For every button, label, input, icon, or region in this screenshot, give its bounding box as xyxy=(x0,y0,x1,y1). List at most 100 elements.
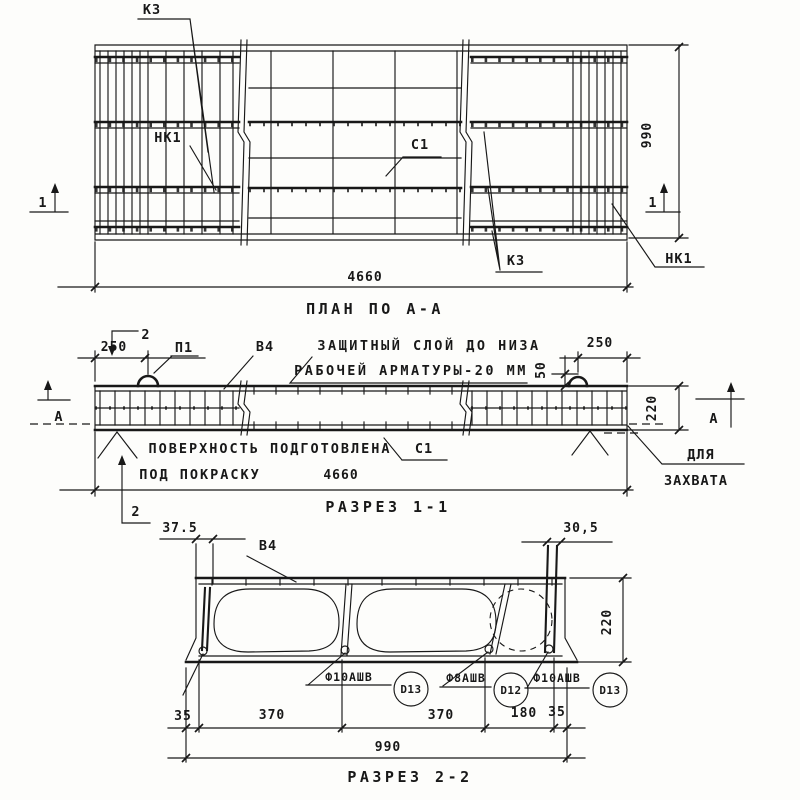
plan-break-lines xyxy=(237,39,473,246)
view-a-right: А xyxy=(709,411,718,427)
label-nk1-left: НК1 xyxy=(154,130,181,146)
label-c1-s1: С1 xyxy=(415,441,433,457)
pos-label-1: D13 xyxy=(400,683,421,696)
callout-bar-1: Ф10АШВ xyxy=(325,670,373,684)
dim-50: 50 xyxy=(534,361,549,379)
label-v4-s1: В4 xyxy=(256,339,274,355)
pos-circle-1 xyxy=(393,671,429,707)
dim-4660-s1: 4660 xyxy=(323,468,358,483)
label-c1-plan: С1 xyxy=(411,137,429,153)
s2-chords xyxy=(184,576,579,664)
dim-220-s2-lines xyxy=(569,577,632,663)
callout-underlines xyxy=(305,684,590,689)
dim-4660-s1-lines xyxy=(59,431,634,497)
cut-2-bottom-lines xyxy=(121,457,151,524)
dim-4660-plan: 4660 xyxy=(347,270,382,285)
cut-1-right: 1 xyxy=(648,195,657,211)
section1-title: РАЗРЕЗ 1-1 xyxy=(325,498,450,516)
label-nk1-right: НК1 xyxy=(665,251,692,267)
grip-line1: ДЛЯ xyxy=(687,447,714,463)
s2-struts xyxy=(340,583,512,656)
c1-plan-leader xyxy=(385,156,442,177)
dim-37-5: 37.5 xyxy=(162,521,197,536)
pos-circle-3 xyxy=(592,672,628,708)
plan-left-mesh-verticals xyxy=(99,50,234,235)
view-a-right-lines xyxy=(695,384,745,428)
plan-title: ПЛАН ПО А-А xyxy=(306,300,444,318)
pos-circle-2 xyxy=(493,672,529,708)
v4-s1-leader xyxy=(223,355,254,390)
cut-2-bottom: 2 xyxy=(131,504,140,520)
dim-990: 990 xyxy=(640,122,655,148)
dim-990-lines xyxy=(628,44,689,239)
right-loop-bars xyxy=(543,544,559,654)
view-a-left-arrow xyxy=(44,380,52,390)
label-v4-s2: В4 xyxy=(259,538,277,554)
cut-2-bottom-arrow xyxy=(118,455,126,465)
nk1-right-leader xyxy=(611,203,705,268)
cut-2-top: 2 xyxy=(141,327,150,343)
s2-edges xyxy=(185,577,578,661)
rebar-2 xyxy=(340,645,350,655)
plan-outline xyxy=(94,44,628,241)
cut-1-left-lines xyxy=(29,187,69,213)
rebar-4 xyxy=(544,644,554,654)
p1-leader xyxy=(153,355,199,374)
note-paint-line1: ПОВЕРХНОСТЬ ПОДГОТОВЛЕНА xyxy=(148,441,391,457)
plan-band-edges xyxy=(94,62,628,222)
callout-bar-3: Ф10АШВ xyxy=(533,671,581,685)
dim-250-right: 250 xyxy=(587,336,613,351)
bar-edges xyxy=(94,385,628,431)
nk1-left-leader xyxy=(189,145,217,191)
section-2-2-view: 37.5 30,5 В4 220 Ф10АШВ D13 Ф8АШВ xyxy=(159,521,632,786)
bar-mid-dashes xyxy=(253,385,453,431)
view-a-right-arrow xyxy=(727,382,735,392)
cut-1-left-arrow xyxy=(51,183,59,193)
s2-dim-lines xyxy=(167,657,586,763)
c1-s1-leader xyxy=(383,437,448,461)
bar-breaks xyxy=(237,380,473,436)
section-1-1-view: 2 250 П1 В4 ЗАЩИТНЫЙ СЛОЙ ДО НИЗА РАБОЧЕ… xyxy=(30,327,745,524)
bar-chords xyxy=(93,384,629,432)
dim-180: 180 xyxy=(511,706,537,721)
dim-50-lines xyxy=(551,355,579,387)
left-loop-bars xyxy=(200,586,212,652)
grip-line2: ЗАХВАТА xyxy=(664,473,728,489)
dim-35-left: 35 xyxy=(174,709,192,724)
note-cover-line2: РАБОЧЕЙ АРМАТУРЫ-20 ММ xyxy=(294,362,528,379)
note-cover-leader xyxy=(288,356,528,384)
dim-30-5: 30,5 xyxy=(563,521,598,536)
rebar-3 xyxy=(484,644,494,654)
dim-4660-plan-lines xyxy=(57,241,634,293)
void-2 xyxy=(356,588,497,653)
plan-mid-verticals xyxy=(270,50,458,234)
callout-leaders xyxy=(182,651,549,696)
dim-990-total: 990 xyxy=(375,740,401,755)
cut-1-left: 1 xyxy=(38,195,47,211)
k3-bottom-leaders xyxy=(483,131,543,273)
section2-title: РАЗРЕЗ 2-2 xyxy=(347,768,472,786)
pos-label-2: D12 xyxy=(500,684,521,697)
callout-bar-2: Ф8АШВ xyxy=(446,671,486,685)
void-1 xyxy=(213,588,340,653)
dim-35-right: 35 xyxy=(548,705,566,720)
s2-top-ticks xyxy=(211,577,553,586)
dim-370-right: 370 xyxy=(428,708,454,723)
note-cover-line1: ЗАЩИТНЫЙ СЛОЙ ДО НИЗА xyxy=(317,337,540,354)
label-k3-bottom: К3 xyxy=(507,253,525,269)
plan-view: К3 НК1 С1 К3 НК1 990 4660 1 1 ПЛАН ПО А-… xyxy=(29,2,705,318)
dimension-ticks xyxy=(90,42,684,763)
cut-1-right-arrow xyxy=(660,183,668,193)
dim-220-s1: 220 xyxy=(645,395,660,421)
plan-mid-horizontals xyxy=(248,87,462,219)
dim-370-left: 370 xyxy=(259,708,285,723)
dim-220-s2: 220 xyxy=(600,609,615,635)
grip-leader xyxy=(627,425,745,465)
plan-right-mesh-verticals xyxy=(572,50,622,235)
label-k3-top: К3 xyxy=(143,2,161,18)
cut-2-top-lines xyxy=(111,330,139,351)
note-paint-line2: ПОД ПОКРАСКУ xyxy=(139,467,261,483)
surface-v-marks xyxy=(97,430,609,459)
